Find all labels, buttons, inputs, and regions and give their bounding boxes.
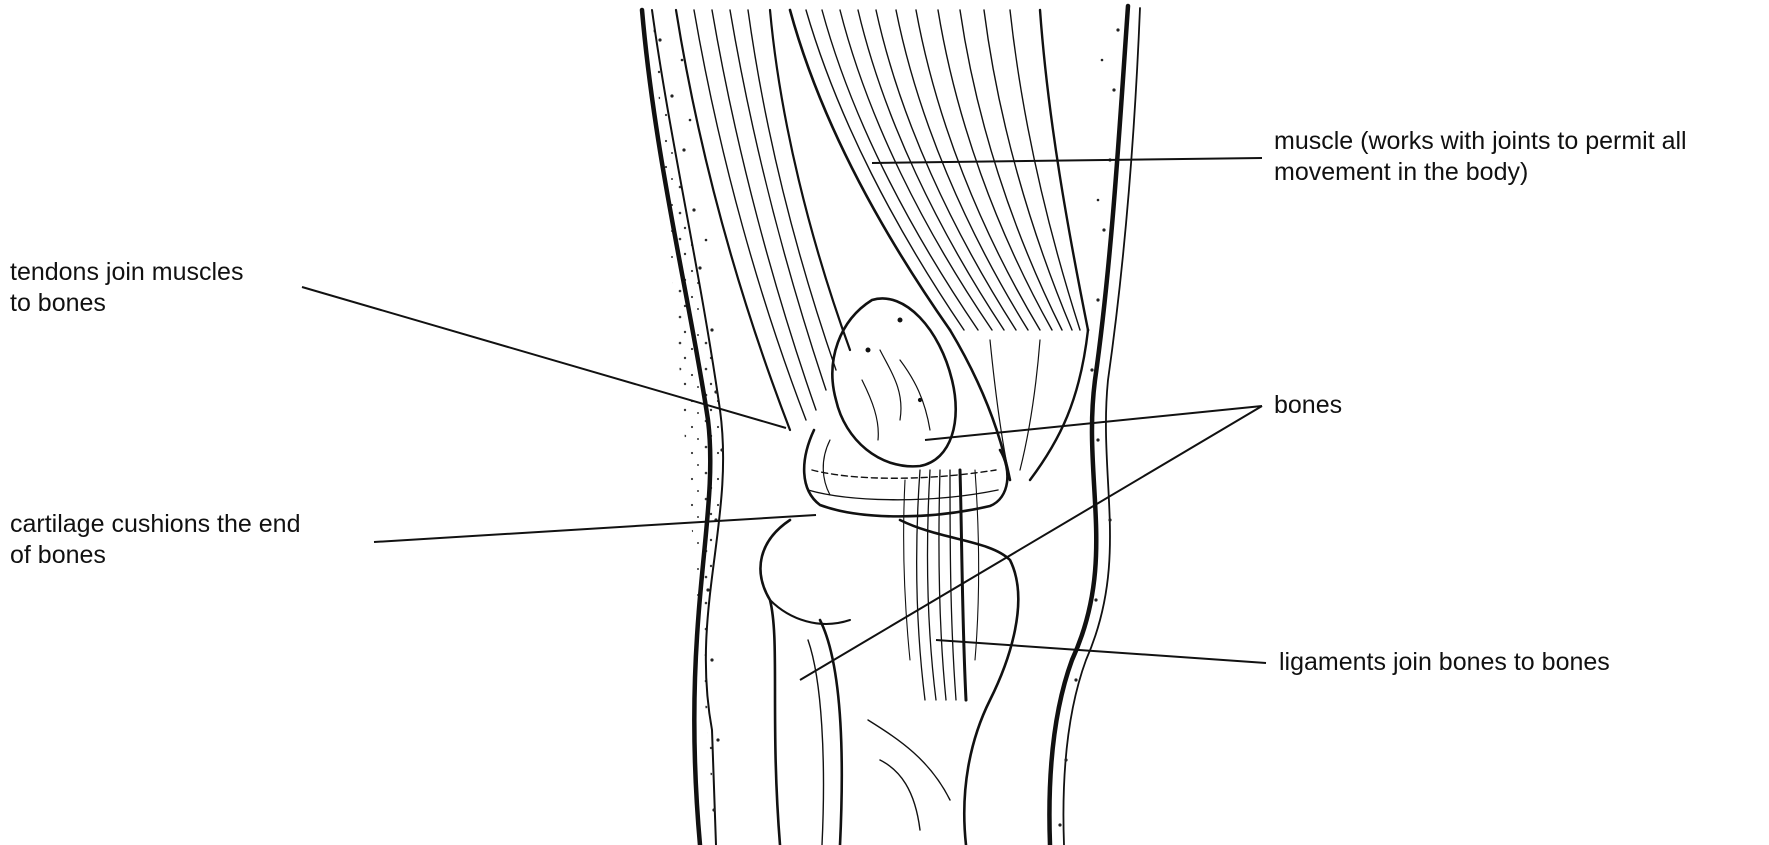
tendons-leader-line [302,287,786,428]
muscle-leader-line [872,158,1262,163]
tendons-label: tendons join muscles to bones [10,257,243,319]
cartilage-leader-line [374,515,816,542]
tendons-label-line1: tendons join muscles [10,257,243,288]
ligament-fibres [904,470,979,700]
muscle-label-line2: movement in the body) [1274,157,1687,188]
kneecap-bone [832,298,955,466]
lower-leg-bones [760,520,1018,845]
ligaments-leader-line [936,640,1266,663]
cartilage-label-line1: cartilage cushions the end [10,509,300,540]
cartilage-label: cartilage cushions the end of bones [10,509,300,571]
muscle-label-line1: muscle (works with joints to permit all [1274,126,1687,157]
muscle-label: muscle (works with joints to permit all … [1274,126,1687,188]
leader-lines [302,158,1266,680]
cartilage-label-line2: of bones [10,540,300,571]
tendons-label-line2: to bones [10,288,243,319]
muscle-striations [790,10,1088,480]
bones-label-line1: bones [1274,390,1342,421]
bones-leader-line-lower [800,406,1262,680]
bones-label: bones [1274,390,1342,421]
ligaments-label: ligaments join bones to bones [1279,647,1610,678]
ligaments-label-line1: ligaments join bones to bones [1279,647,1610,678]
